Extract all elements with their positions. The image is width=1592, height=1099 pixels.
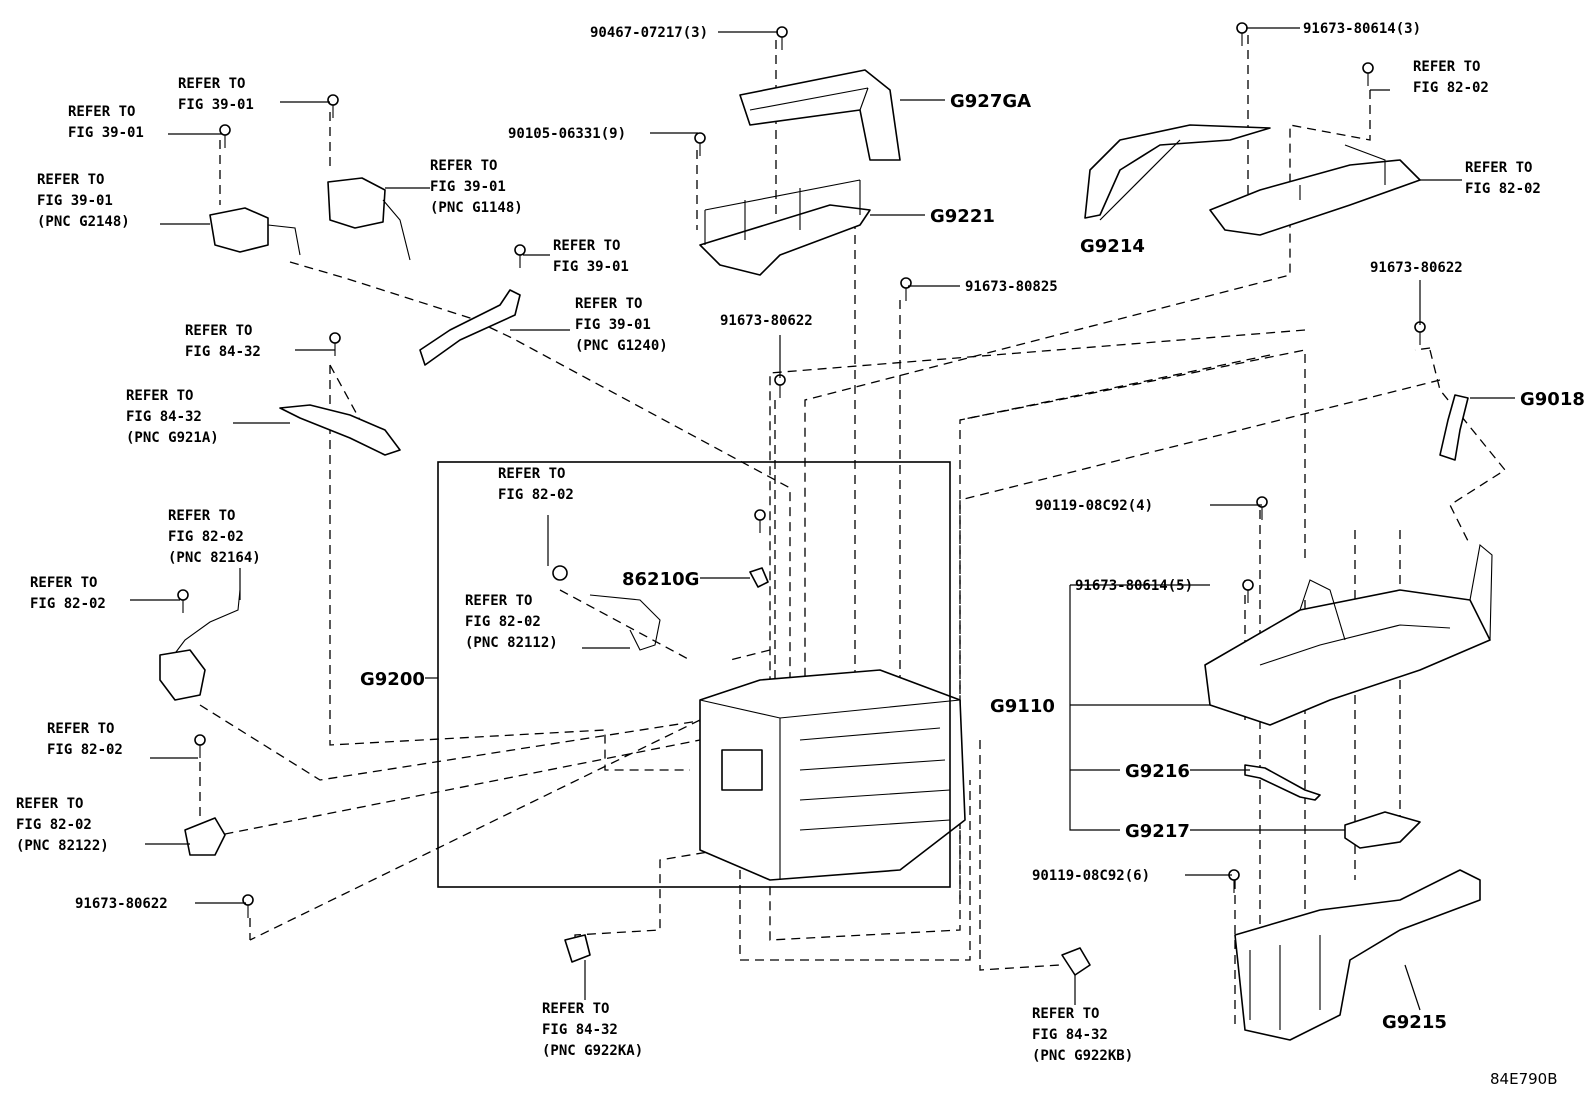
plate-g9216 bbox=[1244, 764, 1321, 801]
callout-90119-4: 90119-08C92(4) bbox=[1035, 498, 1153, 514]
plate-g9217 bbox=[1344, 811, 1421, 849]
bolt-g922kb bbox=[1061, 947, 1091, 976]
callout-g9216: G9216 bbox=[1125, 761, 1190, 782]
callout-86210g: 86210G bbox=[622, 569, 699, 590]
callout-g927ga: G927GA bbox=[950, 91, 1031, 112]
callout-g9200: G9200 bbox=[360, 669, 425, 690]
callout-91673-80825: 91673-80825 bbox=[965, 279, 1058, 295]
callout-90119-6: 90119-08C92(6) bbox=[1032, 868, 1150, 884]
mount-g2148 bbox=[209, 207, 301, 256]
callout-labels: 90467-07217(3) G927GA 90105-06331(9) G92… bbox=[75, 21, 1585, 1033]
callout-91673-80614-3: 91673-80614(3) bbox=[1303, 21, 1421, 37]
callout-g9215: G9215 bbox=[1382, 1012, 1447, 1033]
leader-lines bbox=[130, 27, 1515, 1011]
harness-82112 bbox=[552, 565, 661, 651]
cable-82164 bbox=[159, 589, 241, 701]
callout-90105: 90105-06331(9) bbox=[508, 126, 626, 142]
tray-g9110 bbox=[1204, 543, 1493, 726]
cover-g927ga bbox=[739, 69, 901, 161]
assembly-dashed-lines bbox=[194, 35, 1506, 1030]
mount-g1148 bbox=[327, 177, 411, 261]
callout-g9214: G9214 bbox=[1080, 236, 1145, 257]
bracket-g9018 bbox=[1439, 394, 1469, 461]
connector-82122 bbox=[184, 817, 226, 856]
bolt-g922ka bbox=[564, 934, 591, 963]
gasket-g9221 bbox=[699, 179, 871, 276]
inset-box-g9200 bbox=[437, 461, 951, 888]
bracket-g921a bbox=[279, 404, 401, 456]
bolt-glyphs bbox=[177, 22, 1426, 918]
callout-91673-80614-5: 91673-80614(5) bbox=[1075, 578, 1193, 594]
inverter-assembly bbox=[699, 669, 966, 881]
callout-91673-80622-mid: 91673-80622 bbox=[720, 313, 813, 329]
callout-91673-80622-left: 91673-80622 bbox=[75, 896, 168, 912]
bracket-g9215 bbox=[1234, 869, 1481, 1041]
frame-upper-right bbox=[1209, 144, 1421, 236]
callout-90467: 90467-07217(3) bbox=[590, 25, 708, 41]
callout-g9110: G9110 bbox=[990, 696, 1055, 717]
callout-g9221: G9221 bbox=[930, 206, 995, 227]
callout-g9018: G9018 bbox=[1520, 389, 1585, 410]
bracket-g9214 bbox=[1084, 124, 1271, 219]
callout-g9217: G9217 bbox=[1125, 821, 1190, 842]
bracket-g1240 bbox=[419, 289, 521, 366]
callout-91673-80622-right: 91673-80622 bbox=[1370, 260, 1463, 276]
figure-id: 84E790B bbox=[1490, 1070, 1558, 1088]
part-drawings bbox=[159, 69, 1493, 1041]
clip-86210g bbox=[749, 567, 769, 588]
